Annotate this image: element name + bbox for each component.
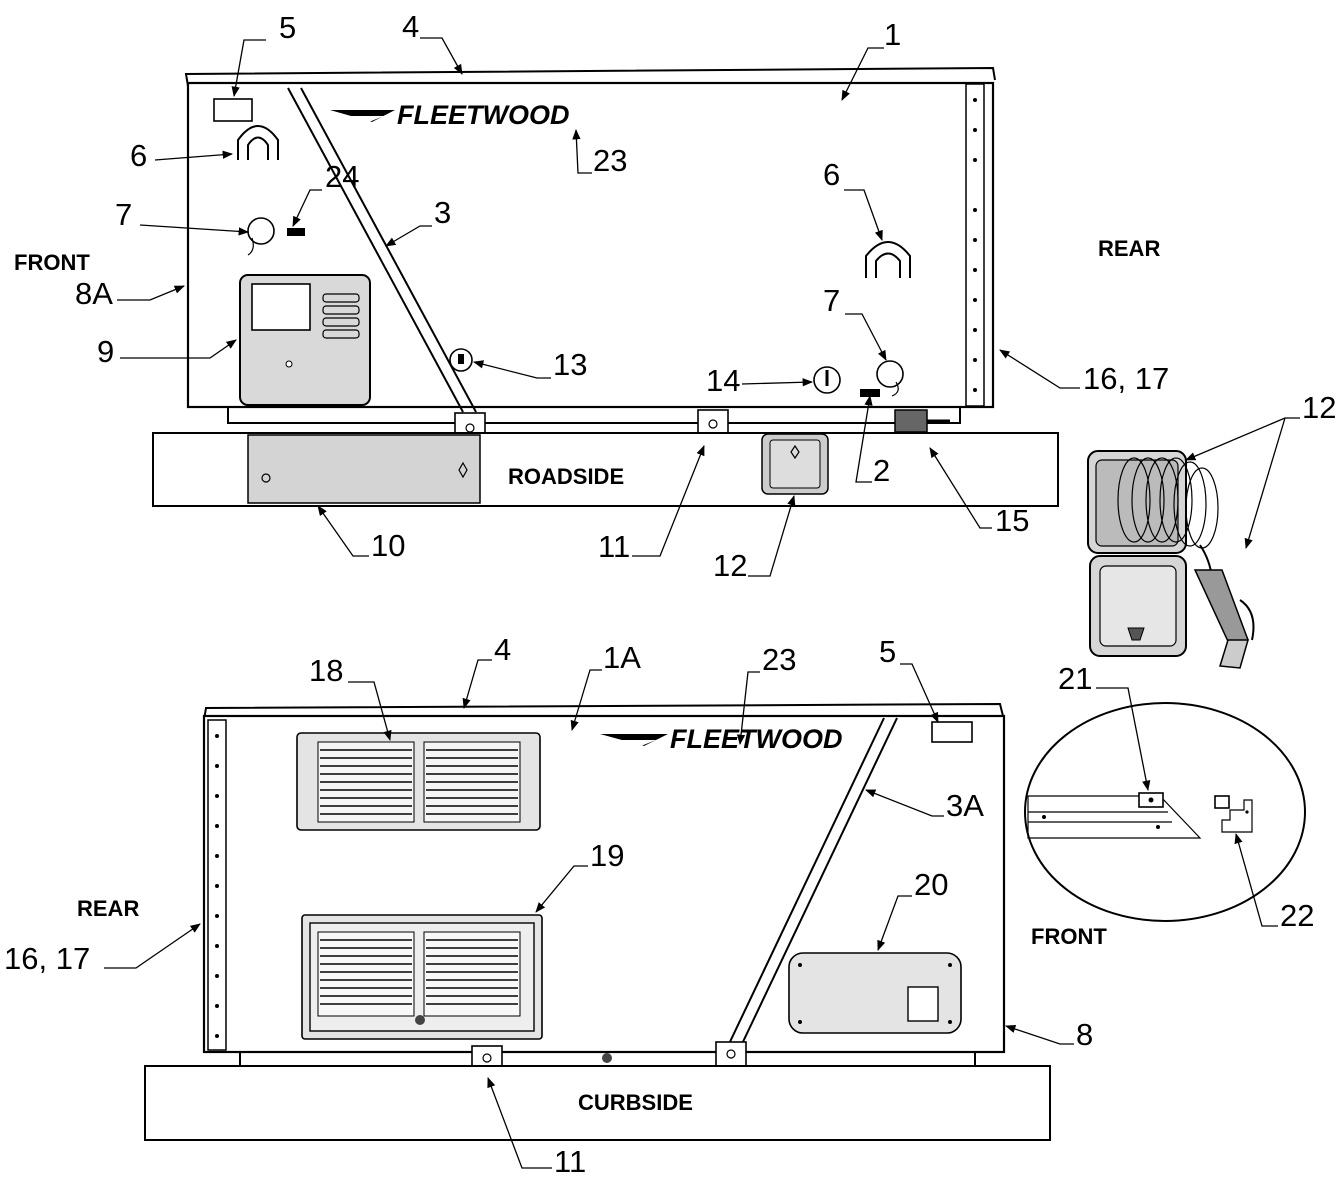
callout-3a: 3A xyxy=(946,788,984,823)
callout-15: 15 xyxy=(995,503,1029,538)
rear-label-bottom: REAR xyxy=(77,896,139,921)
fleetwood-wordmark-bottom: FLEETWOOD xyxy=(670,724,842,754)
label-plate-bottom xyxy=(931,721,973,743)
callout-13: 13 xyxy=(553,347,587,382)
gauge-rear xyxy=(876,360,904,397)
roadside-view: ROADSIDE FLEETWOOD FRONT REAR 5 4 1 6 23… xyxy=(14,9,1169,583)
hose-door-12 xyxy=(761,433,829,495)
front-label-detail: FRONT xyxy=(1031,924,1107,949)
callout-8: 8 xyxy=(1076,1017,1093,1052)
rear-label-top: REAR xyxy=(1098,236,1160,261)
callout-10: 10 xyxy=(371,528,405,563)
callout-4-bottom: 4 xyxy=(494,632,511,667)
callout-23-bottom: 23 xyxy=(762,642,796,677)
base-strip xyxy=(227,407,961,424)
lifting-handle-front xyxy=(237,125,279,160)
callout-21: 21 xyxy=(1058,661,1092,696)
fleetwood-wordmark-top: FLEETWOOD xyxy=(397,100,569,130)
control-panel xyxy=(239,274,371,406)
callout-8a: 8A xyxy=(75,276,113,311)
grille-18 xyxy=(296,732,541,831)
callout-16-17-bottom: 16, 17 xyxy=(4,941,90,976)
curbside-base xyxy=(144,1065,1051,1141)
callout-16-17-top: 16, 17 xyxy=(1083,361,1169,396)
callout-11-top: 11 xyxy=(598,529,630,564)
callout-20: 20 xyxy=(914,867,948,902)
fleetwood-logo-top: FLEETWOOD xyxy=(330,100,569,130)
actuator-15 xyxy=(894,409,950,433)
curbside-view: CURBSIDE FLEETWOOD REAR 4 1A 23 5 18 3A … xyxy=(4,632,1093,1177)
outlet-13 xyxy=(449,348,473,372)
base-door-10 xyxy=(247,434,481,504)
roadside-label: ROADSIDE xyxy=(508,464,624,489)
top-rail xyxy=(184,66,996,87)
gauge-tag-rear xyxy=(860,389,880,397)
callout-3: 3 xyxy=(434,195,451,230)
callout-6-front: 6 xyxy=(130,138,147,173)
callout-18: 18 xyxy=(309,653,343,688)
callout-9: 9 xyxy=(97,334,114,369)
callout-5-top: 5 xyxy=(279,10,296,45)
grille-19 xyxy=(301,914,543,1040)
front-label-top: FRONT xyxy=(14,250,90,275)
callout-12-base: 12 xyxy=(713,548,747,583)
diagonal-strut-3a xyxy=(727,717,898,1047)
lifting-handle-rear xyxy=(865,241,911,278)
callout-7-front: 7 xyxy=(115,197,132,232)
callout-14: 14 xyxy=(706,363,740,398)
mount-detail: 21 22 FRONT xyxy=(1024,661,1314,949)
callout-4-top: 4 xyxy=(402,9,419,44)
rear-cap-bolts-bottom xyxy=(215,734,219,1038)
callout-22: 22 xyxy=(1280,898,1314,933)
callout-5-bottom: 5 xyxy=(879,634,896,669)
callout-11-bottom: 11 xyxy=(554,1144,586,1177)
callout-2: 2 xyxy=(873,453,890,488)
callout-24: 24 xyxy=(325,159,359,194)
callout-1a: 1A xyxy=(603,640,641,675)
callout-23-top: 23 xyxy=(593,143,627,178)
fleetwood-logo-bottom: FLEETWOOD xyxy=(600,724,842,754)
callout-1: 1 xyxy=(884,17,901,52)
access-panel-20 xyxy=(788,952,962,1034)
label-plate xyxy=(213,98,253,122)
top-rail-bottom xyxy=(203,702,1004,721)
diagonal-strut xyxy=(287,87,477,413)
gauge-tag-front xyxy=(287,228,305,236)
hose-reel-detail: 12 xyxy=(1087,390,1336,669)
callout-12-detail: 12 xyxy=(1302,390,1336,425)
switch-14 xyxy=(813,366,841,394)
callout-6-rear: 6 xyxy=(823,157,840,192)
callout-19: 19 xyxy=(590,838,624,873)
curbside-label: CURBSIDE xyxy=(578,1090,693,1115)
rear-cap-bolts xyxy=(973,98,977,392)
callout-7-rear: 7 xyxy=(823,283,840,318)
rear-end-cap xyxy=(965,83,985,407)
